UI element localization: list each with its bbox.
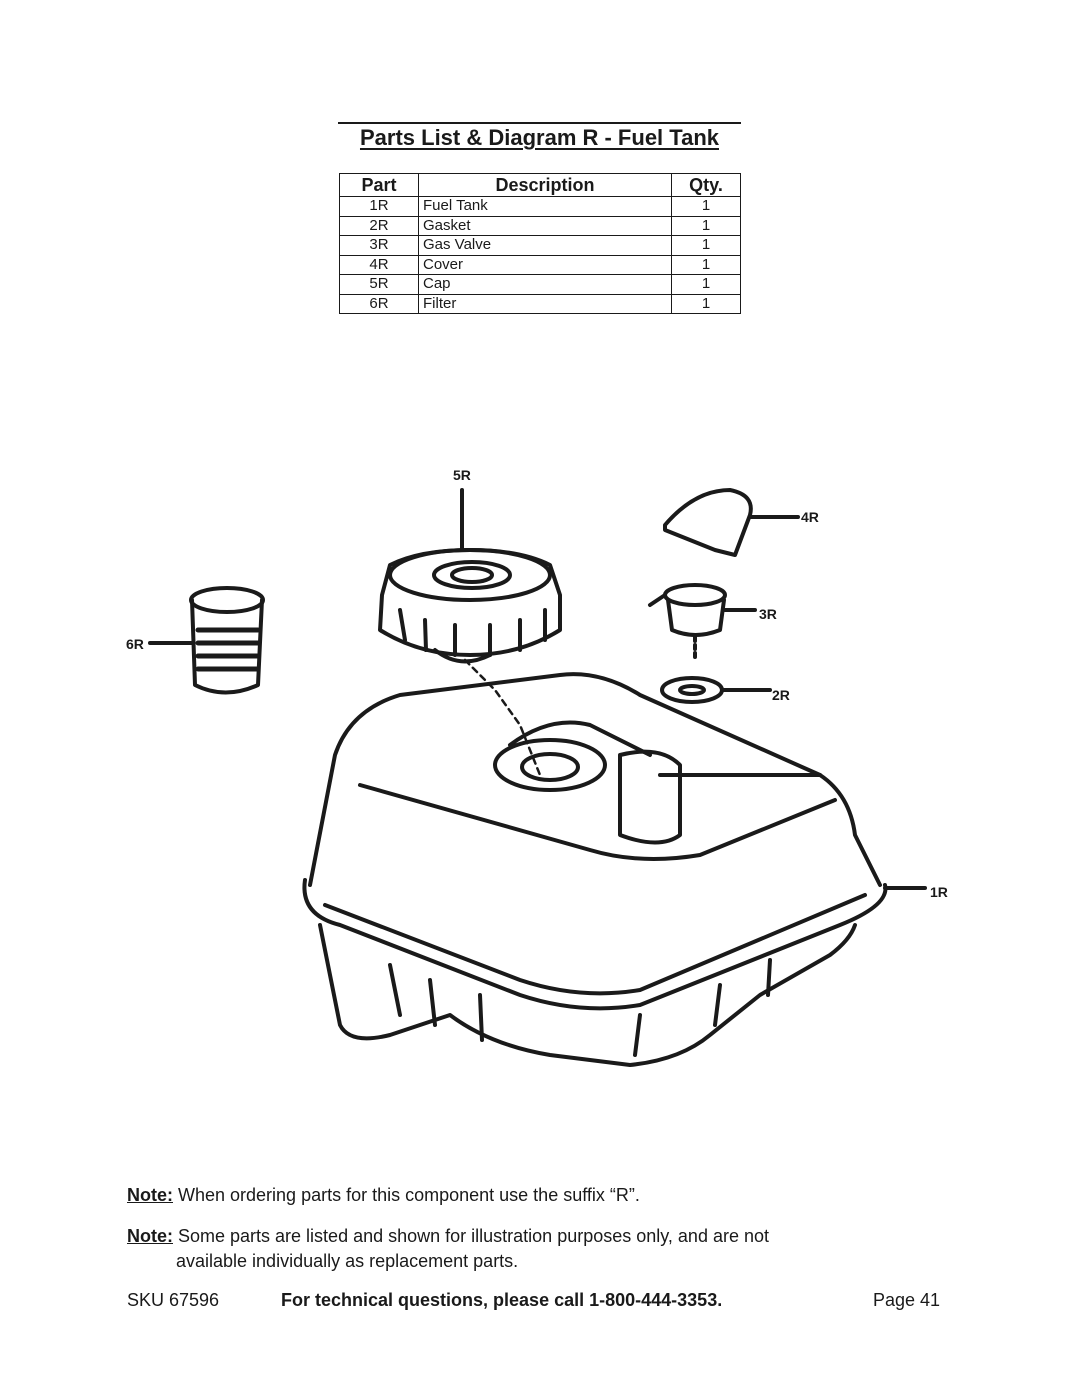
cell-qty: 1 bbox=[671, 293, 741, 314]
gasket-part bbox=[660, 676, 724, 704]
callout-6r: 6R bbox=[126, 636, 144, 652]
cell-qty: 1 bbox=[671, 235, 741, 256]
callout-3r: 3R bbox=[759, 606, 777, 622]
fuel-tank-part bbox=[302, 672, 888, 1067]
note-label: Note: bbox=[127, 1185, 173, 1205]
filter-part bbox=[189, 586, 265, 695]
cover-part bbox=[663, 488, 753, 557]
cell-qty: 1 bbox=[671, 215, 741, 236]
fuel-tank-diagram bbox=[148, 488, 927, 1067]
note-text-continued: available individually as replacement pa… bbox=[176, 1251, 519, 1271]
cell-description: Gas Valve bbox=[418, 235, 672, 256]
note-text: When ordering parts for this component u… bbox=[173, 1185, 640, 1205]
parts-table: Part Description Qty. 1R Fuel Tank 1 2R … bbox=[339, 173, 741, 314]
footer-page: Page 41 bbox=[873, 1290, 941, 1310]
cell-description: Cover bbox=[418, 254, 672, 275]
cell-part: 4R bbox=[339, 254, 419, 275]
cell-part: 6R bbox=[339, 293, 419, 314]
header-qty: Qty. bbox=[671, 173, 741, 197]
table-row: 6R Filter 1 bbox=[339, 293, 741, 314]
note-illustration: Note: Some parts are listed and shown fo… bbox=[127, 1224, 927, 1274]
callout-5r: 5R bbox=[453, 467, 471, 483]
note-text: Some parts are listed and shown for illu… bbox=[173, 1226, 769, 1246]
cell-part: 5R bbox=[339, 274, 419, 295]
callout-1r: 1R bbox=[930, 884, 948, 900]
footer-support: For technical questions, please call 1-8… bbox=[281, 1290, 723, 1310]
cell-qty: 1 bbox=[671, 196, 741, 217]
header-part: Part bbox=[339, 173, 419, 197]
header-description: Description bbox=[418, 173, 672, 197]
gas-valve-part bbox=[648, 583, 727, 662]
note-suffix: Note: When ordering parts for this compo… bbox=[127, 1183, 927, 1208]
table-row: 1R Fuel Tank 1 bbox=[339, 196, 741, 217]
table-row: 2R Gasket 1 bbox=[339, 215, 741, 236]
note-label: Note: bbox=[127, 1226, 173, 1246]
table-row: 5R Cap 1 bbox=[339, 274, 741, 295]
cell-description: Cap bbox=[418, 274, 672, 295]
cell-description: Fuel Tank bbox=[418, 196, 672, 217]
cell-part: 3R bbox=[339, 235, 419, 256]
table-row: 3R Gas Valve 1 bbox=[339, 235, 741, 256]
cap-part bbox=[378, 548, 562, 777]
callout-4r: 4R bbox=[801, 509, 819, 525]
cell-qty: 1 bbox=[671, 254, 741, 275]
callout-2r: 2R bbox=[772, 687, 790, 703]
cell-description: Gasket bbox=[418, 215, 672, 236]
cell-part: 1R bbox=[339, 196, 419, 217]
footer-sku: SKU 67596 bbox=[127, 1290, 220, 1310]
cell-description: Filter bbox=[418, 293, 672, 314]
cell-qty: 1 bbox=[671, 274, 741, 295]
table-header-row: Part Description Qty. bbox=[339, 173, 741, 197]
page-title: Parts List & Diagram R - Fuel Tank bbox=[359, 125, 719, 150]
cell-part: 2R bbox=[339, 215, 419, 236]
title-rule bbox=[338, 122, 741, 124]
table-row: 4R Cover 1 bbox=[339, 254, 741, 275]
